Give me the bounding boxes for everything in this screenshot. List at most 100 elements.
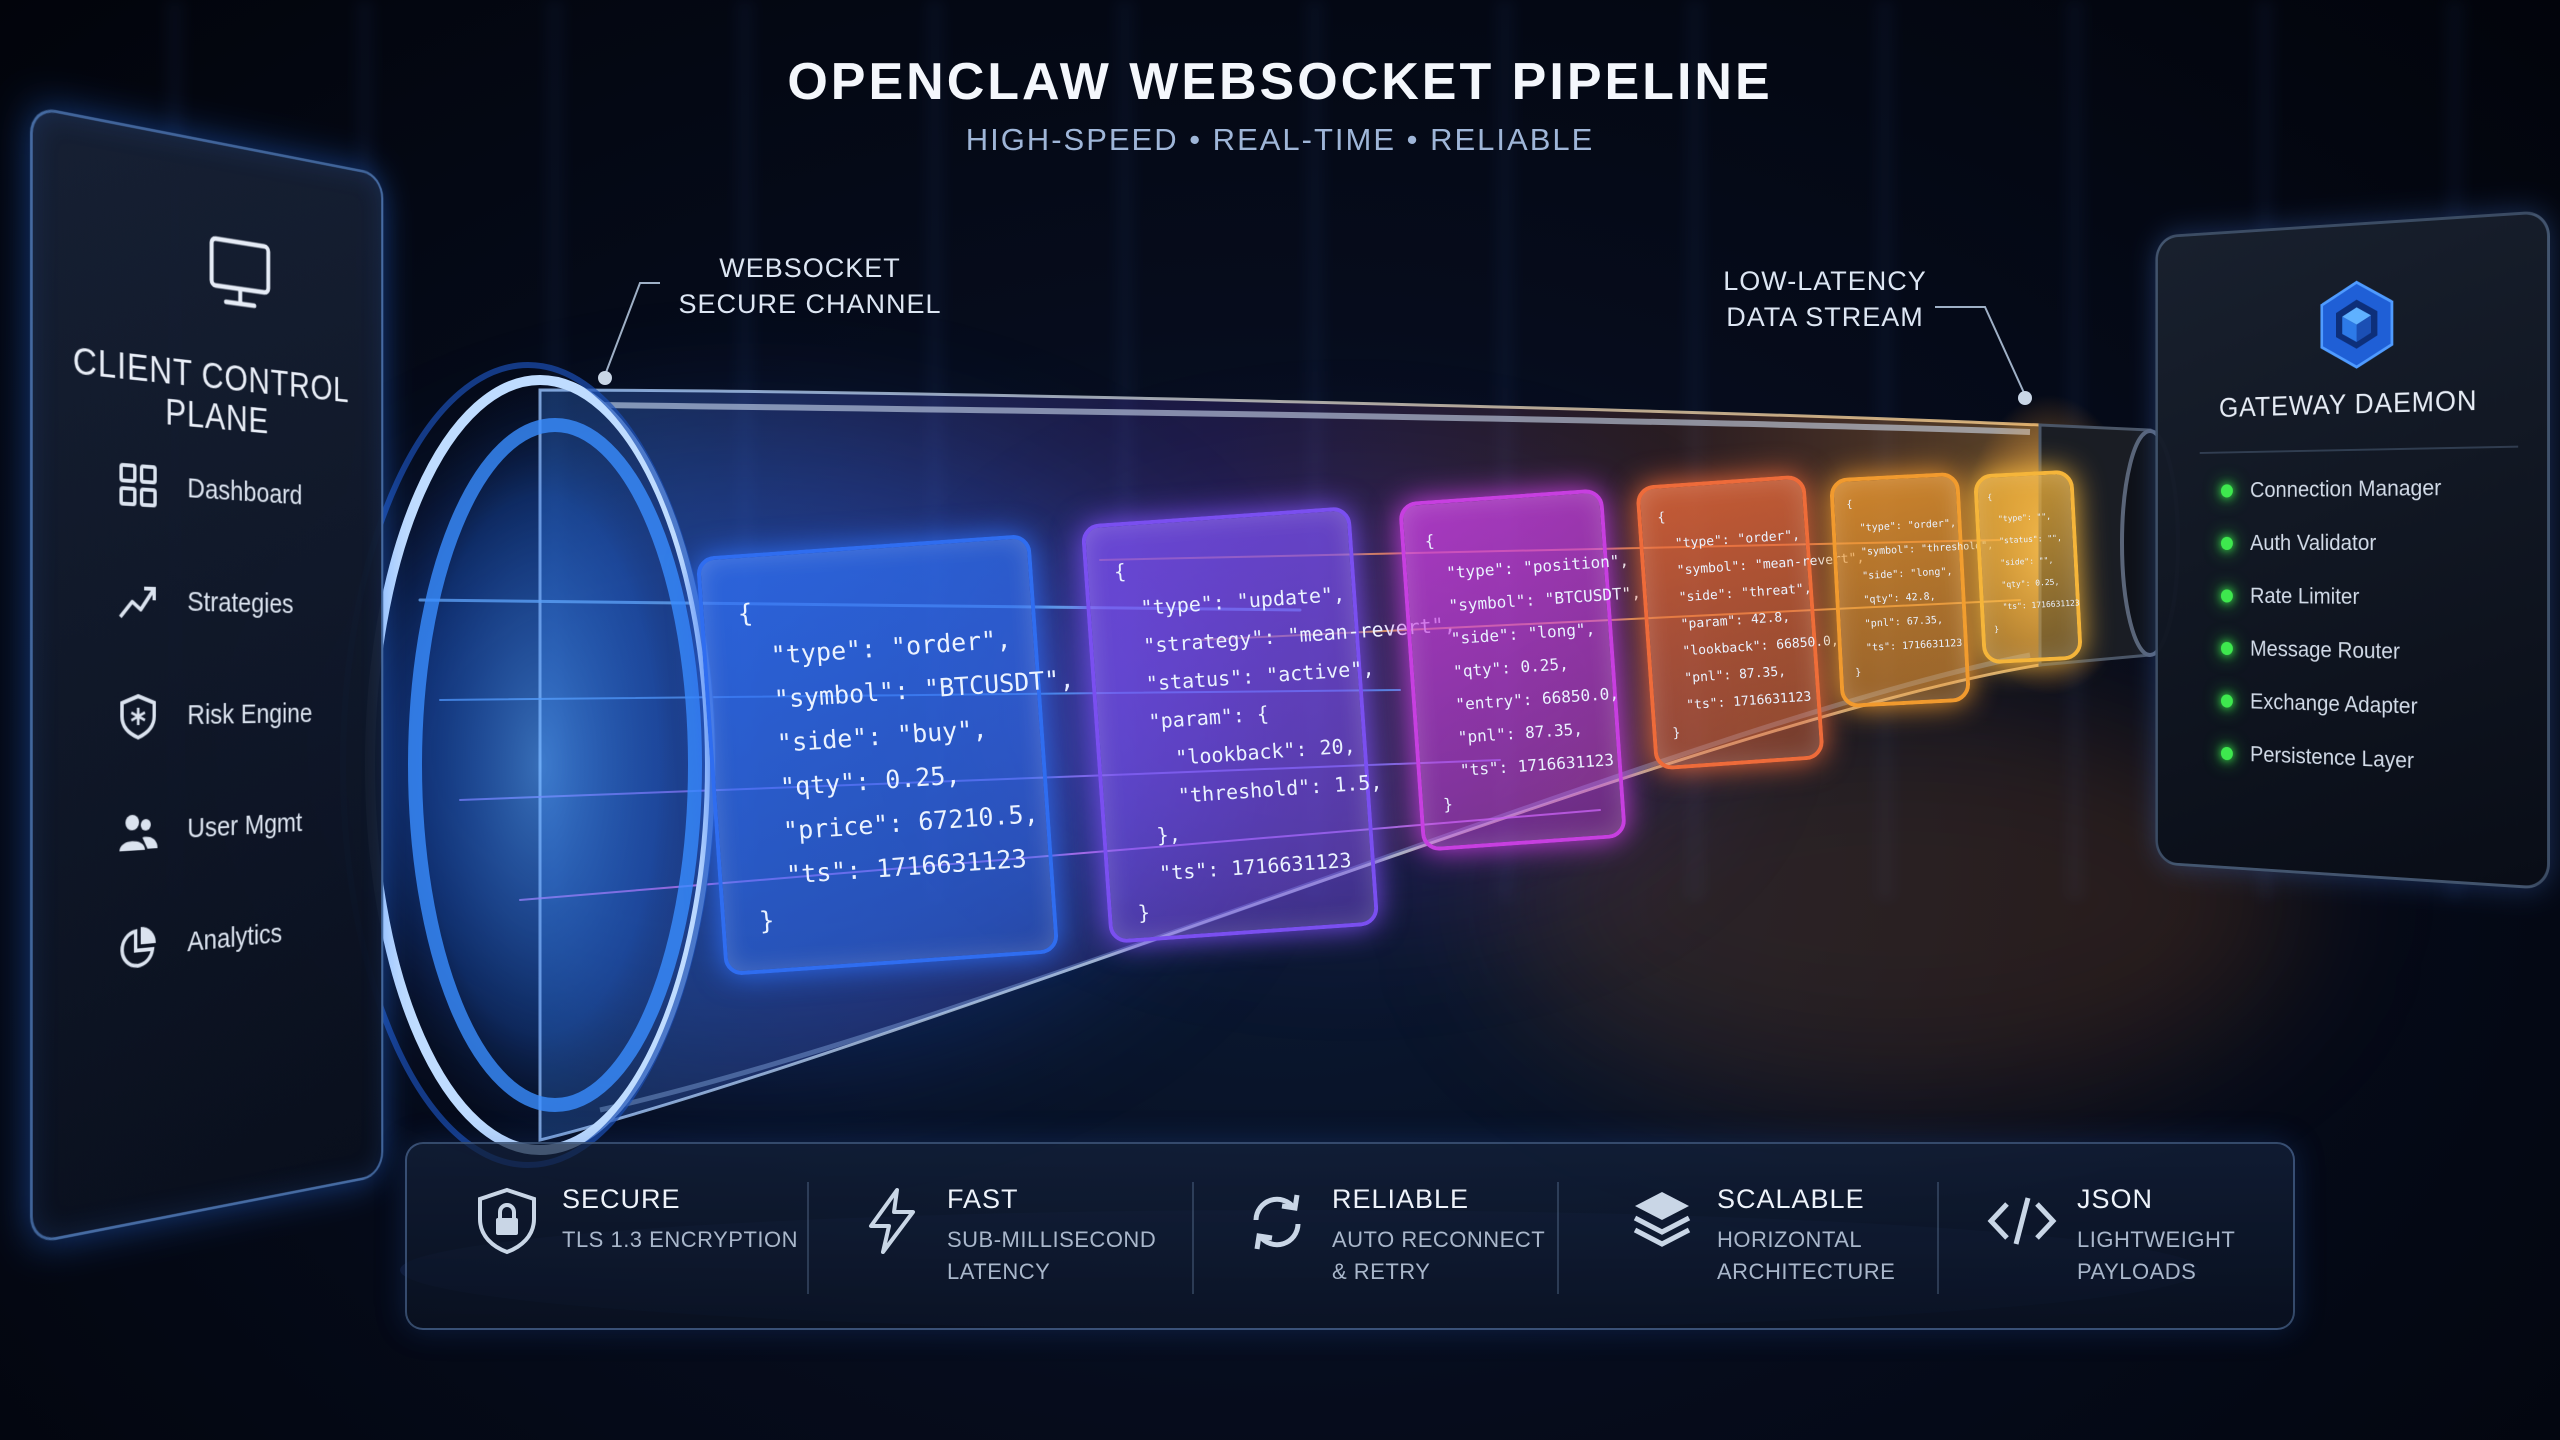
client-control-plane-panel: CLIENT CONTROL PLANE Dashboard Strategie… [30,105,384,1245]
feature-desc-line: LATENCY [947,1259,1051,1284]
tube-mouth-glow [370,380,710,1150]
code-icon [1987,1197,2057,1245]
feature-desc-line: SUB-MILLISECOND [947,1227,1157,1252]
nav-item-label: Risk Engine [187,698,313,731]
feature-name: FAST [947,1184,1019,1214]
feature-name: SECURE [562,1184,681,1214]
gateway-panel-title: GATEWAY DAEMON [2219,385,2478,424]
service-label: Message Router [2250,635,2400,664]
json-message-card: { "type": "update", "strategy": "mean-re… [1080,506,1456,944]
feature-name: SCALABLE [1717,1184,1865,1214]
feature-desc: HORIZONTAL ARCHITECTURE [1717,1224,1895,1288]
json-line: "status": "", [1989,533,2062,546]
callout-line: LOW-LATENCY [1723,266,1927,296]
callout-dot-left [598,371,612,385]
status-dot [2220,693,2233,708]
nav-item-label: Strategies [187,586,294,620]
service-row: Message Router [2220,635,2400,664]
nav-item-risk-engine[interactable]: Risk Engine [117,682,312,750]
service-row: Auth Validator [2220,529,2377,556]
json-message-card: { "type": "", "status": "", "side": "", … [1973,469,2083,665]
feature-desc-line: TLS 1.3 ENCRYPTION [562,1227,798,1252]
json-message-card: { "type": "order", "symbol": "mean-rever… [1635,474,1865,771]
feature-desc: LIGHTWEIGHT PAYLOADS [2077,1224,2235,1288]
feature-reliable: RELIABLE AUTO RECONNECT & RETRY [1242,1174,1552,1304]
cube-logo-icon [2316,276,2397,371]
callout-websocket-channel: WEBSOCKET SECURE CHANNEL [660,250,960,322]
lock-shield-icon [478,1187,536,1255]
refresh-icon [1253,1194,1301,1250]
page-subtitle: HIGH-SPEED • REAL-TIME • RELIABLE [965,122,1595,157]
status-dot [2220,746,2233,760]
trend-icon [117,576,159,625]
feature-secure: SECURE TLS 1.3 ENCRYPTION [472,1174,798,1304]
feature-bar: SECURE TLS 1.3 ENCRYPTION FAST SUB-MILLI… [405,1142,2295,1330]
monitor-icon [208,232,271,316]
panel-divider [2199,445,2519,454]
feature-desc-line: & RETRY [1332,1259,1431,1284]
nav-item-dashboard[interactable]: Dashboard [117,450,302,528]
callout-line: WEBSOCKET [719,253,901,283]
feature-name: RELIABLE [1332,1184,1470,1214]
service-row: Rate Limiter [2220,582,2360,610]
tube-mouth-inner-ring [408,418,702,1112]
nav-item-label: Dashboard [187,472,303,511]
feature-desc-line: ARCHITECTURE [1717,1259,1896,1284]
service-label: Connection Manager [2250,474,2442,502]
status-dot [2220,536,2233,550]
json-message-card: { "type": "order", "symbol": "threshold"… [1829,471,1994,709]
lightning-icon [869,1188,915,1254]
nav-item-user-mgmt[interactable]: User Mgmt [117,791,302,867]
feature-separator [807,1182,809,1294]
feature-name: JSON [2077,1184,2154,1214]
grid-icon [117,460,159,511]
service-label: Rate Limiter [2250,582,2360,609]
nav-item-strategies[interactable]: Strategies [117,566,294,636]
callout-leader-left [604,282,660,376]
feature-separator [1937,1182,1939,1294]
client-panel-title: CLIENT CONTROL PLANE [72,340,350,442]
feature-json: JSON LIGHTWEIGHT PAYLOADS [1987,1174,2277,1304]
service-label: Persistence Layer [2250,741,2415,774]
status-dot [2220,588,2233,603]
json-message-card: { "type": "position", "symbol": "BTCUSDT… [1398,488,1641,852]
json-line: } [1854,667,1862,679]
service-row: Connection Manager [2220,474,2442,504]
status-dot [2220,641,2233,655]
pie-chart-icon [117,922,159,974]
service-row: Exchange Adapter [2220,688,2418,720]
json-line: "ts": 1716631123 [1853,637,1963,655]
feature-desc: TLS 1.3 ENCRYPTION [562,1224,798,1256]
callout-line: DATA STREAM [1726,302,1924,332]
layers-icon [1633,1192,1691,1247]
callout-low-latency: LOW-LATENCY DATA STREAM [1680,263,1970,335]
feature-desc-line: LIGHTWEIGHT [2077,1227,2236,1252]
callout-dot-right [2018,391,2032,405]
json-line: "ts": 1716631123 [1992,598,2080,612]
feature-fast: FAST SUB-MILLISECOND LATENCY [857,1174,1157,1304]
json-message-card: { "type": "order", "symbol": "BTCUSDT", … [695,533,1075,977]
feature-separator [1192,1182,1194,1294]
status-dot [2220,483,2233,498]
callout-line: SECURE CHANNEL [678,289,942,319]
page-title: OPENCLAW WEBSOCKET PIPELINE [787,53,1773,111]
users-icon [119,814,158,852]
feature-desc-line: PAYLOADS [2077,1259,2197,1284]
callout-leader-right [1935,306,2026,396]
gateway-daemon-panel: GATEWAY DAEMON Connection Manager Auth V… [2155,210,2550,890]
nav-item-analytics[interactable]: Analytics [117,902,282,984]
service-label: Auth Validator [2250,529,2377,555]
tube-highlight [599,402,2031,435]
service-label: Exchange Adapter [2250,688,2418,719]
nav-item-label: User Mgmt [187,807,303,845]
nav-item-label: Analytics [187,918,283,958]
feature-desc: SUB-MILLISECOND LATENCY [947,1224,1156,1288]
feature-separator [1557,1182,1559,1294]
feature-scalable: SCALABLE HORIZONTAL ARCHITECTURE [1627,1174,1947,1304]
service-row: Persistence Layer [2220,740,2415,774]
json-line: } [1993,624,2000,634]
feature-desc-line: AUTO RECONNECT [1332,1227,1546,1252]
shield-icon [117,692,159,741]
feature-desc: AUTO RECONNECT & RETRY [1332,1224,1545,1288]
feature-desc-line: HORIZONTAL [1717,1227,1863,1252]
